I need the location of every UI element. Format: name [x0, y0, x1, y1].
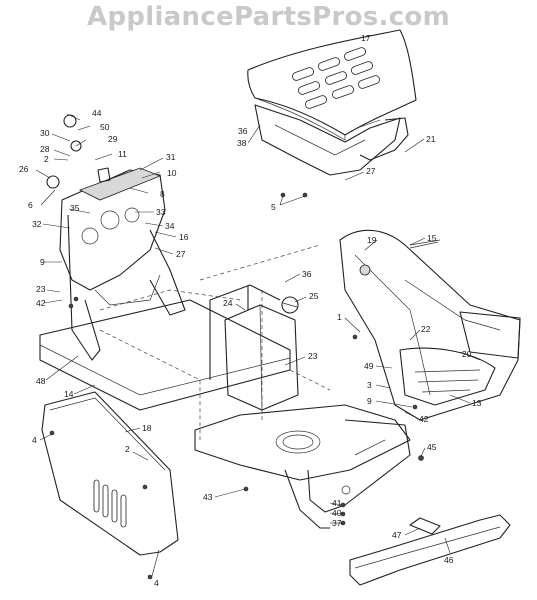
callout-18: 18 [142, 423, 152, 433]
callout-4-left: 4 [32, 435, 37, 445]
callout-42-left: 42 [36, 298, 46, 308]
callout-3: 3 [367, 380, 372, 390]
callout-20: 20 [462, 349, 472, 359]
callout-45: 45 [427, 442, 437, 452]
callout-34: 34 [165, 221, 175, 231]
watermark: AppliancePartsPros.com [87, 2, 450, 32]
callout-8: 8 [160, 189, 165, 199]
callout-24: 24 [223, 298, 233, 308]
callout-38: 38 [237, 138, 247, 148]
callout-27-dash: 27 [176, 249, 186, 259]
callout-23-left: 23 [36, 284, 46, 294]
callout-41: 41 [332, 498, 342, 508]
callout-2-bottom: 2 [125, 444, 130, 454]
hood-part [247, 29, 417, 176]
chassis-part [194, 404, 511, 586]
callout-40: 40 [332, 508, 342, 518]
callout-35: 35 [70, 203, 80, 213]
callout-11: 11 [118, 149, 127, 159]
callout-13: 13 [472, 398, 482, 408]
callout-19: 19 [367, 235, 377, 245]
callout-37: 37 [332, 518, 342, 528]
callout-4-bottom: 4 [154, 578, 159, 588]
callout-46: 46 [444, 555, 454, 565]
callout-43: 43 [203, 492, 213, 502]
callout-22: 22 [421, 324, 431, 334]
callout-49: 49 [364, 361, 374, 371]
dash-console-part [46, 114, 186, 361]
callout-9-right: 9 [367, 396, 372, 406]
callout-5: 5 [271, 202, 276, 212]
callout-labels: 44 50 30 29 28 2 11 31 26 10 8 6 35 33 3… [19, 33, 482, 588]
callout-30: 30 [40, 128, 50, 138]
callout-26: 26 [19, 164, 29, 174]
callout-15: 15 [427, 233, 437, 243]
leader-lines [35, 113, 481, 577]
callout-33: 33 [156, 207, 166, 217]
callout-28: 28 [40, 144, 50, 154]
callout-42-right: 42 [419, 414, 429, 424]
callout-31: 31 [166, 152, 176, 162]
callout-36-tank: 36 [302, 269, 312, 279]
callout-6: 6 [28, 200, 33, 210]
callout-16: 16 [179, 232, 189, 242]
callout-32: 32 [32, 219, 42, 229]
callout-47: 47 [392, 530, 402, 540]
callout-1: 1 [337, 312, 342, 322]
callout-23-tank: 23 [308, 351, 318, 361]
fuel-tank-part [209, 284, 299, 411]
callout-36-hood: 36 [238, 126, 248, 136]
callout-25: 25 [309, 291, 319, 301]
callout-48: 48 [36, 376, 46, 386]
callout-9-left: 9 [40, 257, 45, 267]
callout-50: 50 [100, 122, 110, 132]
callout-27-hood: 27 [366, 166, 376, 176]
callout-10: 10 [167, 168, 177, 178]
side-panel-part [41, 391, 179, 556]
callout-44: 44 [92, 108, 102, 118]
callout-29: 29 [108, 134, 118, 144]
callout-17: 17 [361, 33, 371, 43]
callout-2-top: 2 [44, 154, 49, 164]
callout-14: 14 [64, 389, 74, 399]
callout-21: 21 [426, 134, 436, 144]
